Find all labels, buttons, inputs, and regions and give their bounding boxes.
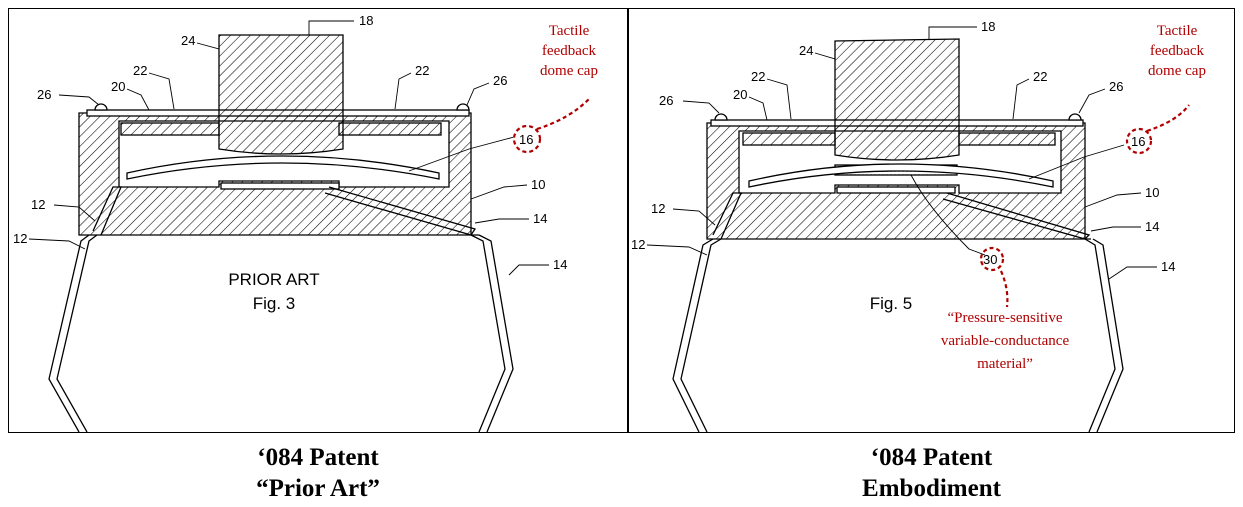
ref-22-left: 22 xyxy=(133,63,147,78)
ref-12-lower: 12 xyxy=(13,231,27,246)
housing-cavity xyxy=(738,130,1062,194)
embodiment-caption: ‘084 Patent Embodiment xyxy=(628,442,1235,504)
ref-26-right: 26 xyxy=(493,73,507,88)
ref-12-upper: 12 xyxy=(651,201,665,216)
annotation-leader-30 xyxy=(999,270,1009,308)
contact-plate xyxy=(220,182,340,190)
prior-art-drawing: 18 24 22 20 26 22 26 16 10 12 12 14 14 P… xyxy=(13,13,598,432)
annotation-line-3: dome cap xyxy=(1148,63,1206,79)
plate-22-left xyxy=(120,122,220,136)
figure-title: PRIOR ART xyxy=(228,270,319,289)
ref-10: 10 xyxy=(1145,185,1159,200)
plate-22-left xyxy=(742,132,836,146)
annotation-line-1: Tactile xyxy=(549,23,590,39)
prior-art-caption: ‘084 Patent “Prior Art” xyxy=(8,442,628,504)
ref-10: 10 xyxy=(531,177,545,192)
material-annotation-line-3: material” xyxy=(977,356,1033,372)
prior-art-figure-panel: 18 24 22 20 26 22 26 16 10 12 12 14 14 P… xyxy=(8,8,628,433)
ref-18: 18 xyxy=(981,19,995,34)
ref-14-upper: 14 xyxy=(1145,219,1159,234)
caption-line-1: ‘084 Patent xyxy=(257,444,379,471)
terminal-14 xyxy=(942,192,1091,240)
dashed-red-circle xyxy=(1125,127,1153,155)
ref-22-left: 22 xyxy=(751,69,765,84)
tactile-dome-16 xyxy=(748,163,1054,188)
ref-12-lower: 12 xyxy=(631,237,645,252)
annotation-leader xyxy=(1146,104,1190,133)
rivet-26-right xyxy=(456,103,470,111)
material-annotation-line-1: “Pressure-sensitive xyxy=(948,310,1063,326)
ref-26-left: 26 xyxy=(37,87,51,102)
caption-line-2: Embodiment xyxy=(862,475,1001,502)
plate-22-right xyxy=(338,122,442,136)
tactile-dome-16 xyxy=(126,155,440,180)
ref-18: 18 xyxy=(359,13,373,28)
figure-number: Fig. 5 xyxy=(870,294,913,313)
ref-12-upper: 12 xyxy=(31,197,45,212)
caption-line-1: ‘084 Patent xyxy=(870,444,993,471)
actuator-18 xyxy=(218,34,344,155)
annotation-line-1: Tactile xyxy=(1157,23,1198,39)
ref-16: 16 xyxy=(1131,134,1145,149)
plate-22-right xyxy=(958,132,1056,146)
embodiment-figure-panel: 18 24 22 20 26 22 26 16 10 12 12 14 14 3… xyxy=(628,8,1235,433)
annotation-line-2: feedback xyxy=(542,43,597,59)
embodiment-drawing: 18 24 22 20 26 22 26 16 10 12 12 14 14 3… xyxy=(631,19,1206,432)
rivet-26-right xyxy=(1068,113,1082,121)
caption-line-2: “Prior Art” xyxy=(256,475,380,502)
ref-30: 30 xyxy=(983,252,997,267)
annotation-line-3: dome cap xyxy=(540,63,598,79)
actuator-18 xyxy=(834,38,960,161)
material-annotation-line-2: variable-conductance xyxy=(941,333,1070,349)
terminal-12 xyxy=(712,192,742,240)
annotation-leader xyxy=(536,98,590,131)
annotation-line-2: feedback xyxy=(1150,43,1205,59)
ref-14-lower: 14 xyxy=(1161,259,1175,274)
terminal-12 xyxy=(92,186,122,236)
terminal-14 xyxy=(324,186,477,236)
ref-24: 24 xyxy=(181,33,195,48)
ref-22-right: 22 xyxy=(415,63,429,78)
ref-26-left: 26 xyxy=(659,93,673,108)
rivet-26-left xyxy=(94,103,108,111)
ref-20: 20 xyxy=(111,79,125,94)
ref-24: 24 xyxy=(799,43,813,58)
dashed-red-circle xyxy=(512,124,542,154)
ref-16: 16 xyxy=(519,132,533,147)
ref-26-right: 26 xyxy=(1109,79,1123,94)
figure-number: Fig. 3 xyxy=(253,294,296,313)
dashed-red-circle-30 xyxy=(979,246,1005,272)
ref-20: 20 xyxy=(733,87,747,102)
ref-22-right: 22 xyxy=(1033,69,1047,84)
rivet-26-left xyxy=(714,113,728,121)
contact-plate xyxy=(836,186,956,194)
ref-14-lower: 14 xyxy=(553,257,567,272)
ref-14-upper: 14 xyxy=(533,211,547,226)
